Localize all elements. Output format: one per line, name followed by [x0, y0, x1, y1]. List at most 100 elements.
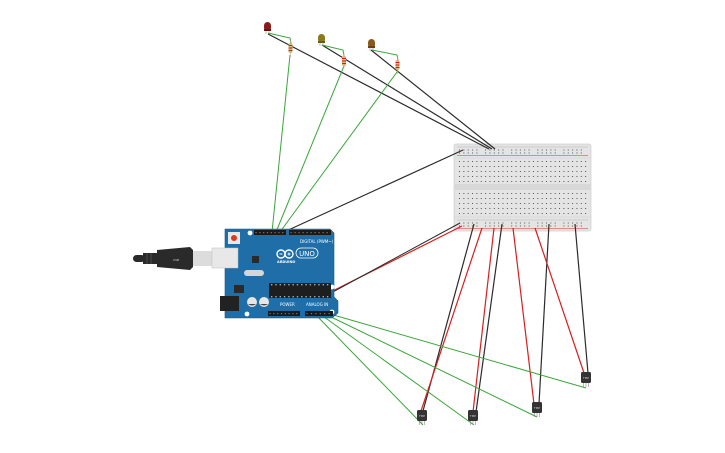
usb-cable[interactable]: USB — [133, 247, 213, 270]
wire-resistor3-pin[interactable] — [279, 71, 398, 233]
analog-header[interactable] — [305, 311, 333, 316]
wire-sensor4-signal[interactable] — [329, 313, 587, 389]
wire-resistor1-pin[interactable] — [271, 54, 291, 233]
sensor-4[interactable]: TMP — [581, 372, 591, 387]
digital-header-left[interactable] — [254, 230, 286, 235]
chip-pin — [271, 284, 273, 286]
wire-sensor4-power[interactable] — [534, 227, 585, 374]
breadboard-hole — [554, 152, 556, 154]
breadboard-hole — [459, 225, 460, 227]
breadboard-hole — [459, 149, 460, 151]
digital-header-right[interactable] — [289, 230, 331, 235]
breadboard-hole — [489, 208, 491, 209]
breadboard-hole — [519, 225, 521, 227]
sensor-1[interactable]: TMP — [417, 410, 427, 425]
chip-pin — [288, 296, 290, 298]
breadboard-hole — [559, 171, 561, 172]
breadboard-hole — [532, 171, 534, 172]
breadboard-hole — [511, 181, 513, 182]
wire-sensor3-power[interactable] — [512, 227, 535, 405]
breadboard-hole — [550, 198, 552, 199]
breadboard-hole — [498, 225, 500, 227]
wire-led3-ground[interactable] — [370, 49, 496, 150]
led-1[interactable] — [264, 22, 271, 34]
breadboard-hole — [580, 225, 582, 227]
breadboard-hole — [467, 213, 469, 214]
wire-sensor2-ground[interactable] — [475, 223, 503, 413]
header-pin — [284, 313, 286, 315]
breadboard-hole — [515, 152, 517, 154]
breadboard-hole — [580, 149, 582, 151]
resistor-1[interactable] — [288, 40, 293, 57]
wire-led2-ground[interactable] — [321, 44, 493, 150]
wire-led1-resistor[interactable] — [267, 32, 292, 44]
sensor-label: TMP — [469, 414, 476, 418]
wire-arduino-gnd-top-rail[interactable] — [283, 149, 464, 233]
breadboard-hole — [528, 208, 530, 209]
header-pin — [324, 313, 326, 315]
wire-sensor1-signal[interactable] — [314, 313, 424, 426]
wire-led1-ground[interactable] — [267, 33, 490, 150]
breadboard-hole — [532, 208, 534, 209]
breadboard-hole — [580, 208, 582, 209]
breadboard-hole — [585, 203, 587, 204]
breadboard-hole — [572, 176, 574, 177]
wire-sensor2-power[interactable] — [472, 227, 495, 413]
breadboard-hole — [554, 193, 556, 194]
breadboard-hole — [585, 176, 587, 177]
breadboard-hole — [489, 176, 491, 177]
breadboard-hole — [476, 222, 478, 224]
breadboard-hole — [550, 203, 552, 204]
chip-pin — [279, 296, 281, 298]
breadboard-hole — [472, 203, 474, 204]
wire-sensor4-ground[interactable] — [574, 223, 589, 374]
breadboard-hole — [524, 213, 526, 214]
breadboard-hole — [511, 152, 513, 154]
breadboard-hole — [524, 225, 526, 227]
breadboard[interactable] — [453, 143, 592, 232]
breadboard-hole — [502, 152, 504, 154]
resistor-3[interactable] — [395, 57, 400, 74]
sensor-3[interactable]: TMP — [532, 402, 542, 417]
breadboard-hole — [459, 161, 460, 162]
breadboard-hole — [550, 222, 552, 224]
breadboard-hole — [559, 198, 561, 199]
breadboard-hole — [567, 213, 569, 214]
breadboard-hole — [515, 203, 517, 204]
sensor-body — [468, 410, 478, 421]
wire-led2-resistor[interactable] — [321, 44, 345, 57]
breadboard-hole — [559, 161, 561, 162]
wire-sensor3-ground[interactable] — [538, 223, 550, 405]
led-3[interactable] — [368, 39, 375, 51]
wire-sensor1-power[interactable] — [420, 227, 483, 412]
breadboard-hole — [485, 161, 487, 162]
breadboard-hole — [550, 161, 552, 162]
chip-pin — [305, 284, 307, 286]
wire-sensor2-signal[interactable] — [319, 313, 475, 426]
breadboard-center-channel — [454, 184, 591, 190]
breadboard-hole — [489, 171, 491, 172]
chip-pin — [292, 296, 294, 298]
led-2[interactable] — [318, 34, 325, 46]
breadboard-hole — [524, 193, 526, 194]
breadboard-hole — [528, 176, 530, 177]
sensor-2[interactable]: TMP — [468, 410, 478, 425]
breadboard-hole — [572, 193, 574, 194]
wire-sensor3-signal[interactable] — [324, 313, 538, 418]
breadboard-hole — [467, 225, 469, 227]
breadboard-hole — [463, 166, 465, 167]
chip-pin — [283, 284, 286, 286]
resistor-2[interactable] — [342, 53, 346, 68]
breadboard-hole — [563, 161, 565, 162]
breadboard-hole — [541, 213, 543, 214]
wire-resistor2-pin[interactable] — [275, 65, 345, 233]
power-header[interactable] — [268, 311, 300, 316]
breadboard-hole — [559, 208, 561, 209]
wire-led3-resistor[interactable] — [371, 49, 399, 61]
breadboard-hole — [550, 181, 552, 182]
breadboard-hole — [576, 203, 578, 204]
breadboard-hole — [567, 161, 569, 162]
arduino-uno[interactable]: DIGITAL (PWM~) ARDUINO UNO POWER ANALOG … — [211, 228, 339, 319]
breadboard-hole — [476, 152, 478, 154]
breadboard-hole — [572, 203, 574, 204]
